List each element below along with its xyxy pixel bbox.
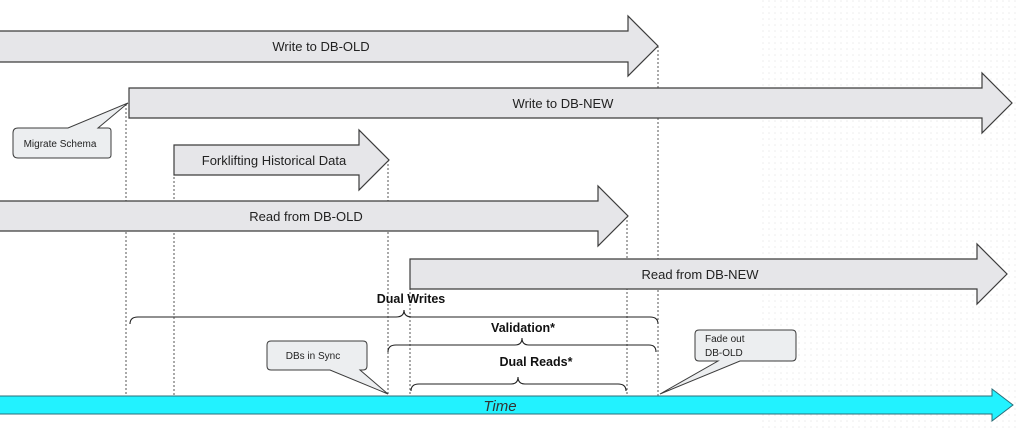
time-axis-label: Time bbox=[483, 398, 516, 415]
callout-dbs-in-sync: DBs in Sync bbox=[266, 340, 389, 395]
dual-writes-label: Dual Writes bbox=[377, 292, 446, 306]
callout-migrate-schema-text: Migrate Schema bbox=[24, 139, 97, 150]
arrow-read-old-shape bbox=[0, 184, 629, 248]
arrow-write-new-shape bbox=[128, 71, 1013, 135]
time-axis: Time bbox=[0, 387, 1014, 423]
arrow-read-new: Read from DB-NEW bbox=[409, 242, 1008, 306]
validation-brace bbox=[387, 337, 657, 353]
dual-reads-brace bbox=[410, 376, 627, 392]
callout-migrate-schema-bubble bbox=[12, 102, 129, 159]
callout-fade-out-text-line2: DB-OLD bbox=[705, 348, 743, 359]
dual-writes-brace bbox=[129, 309, 659, 325]
arrow-write-old-shape bbox=[0, 14, 659, 78]
callout-fade-out-bubble bbox=[659, 329, 797, 395]
callout-dbs-in-sync-bubble bbox=[266, 340, 389, 395]
braces bbox=[129, 309, 659, 392]
callout-fade-out: Fade out DB-OLD bbox=[659, 329, 797, 395]
arrow-write-new: Write to DB-NEW bbox=[128, 71, 1013, 135]
arrow-write-new-label: Write to DB-NEW bbox=[513, 96, 615, 111]
callout-fade-out-text-line1: Fade out bbox=[705, 334, 745, 345]
arrow-read-new-shape bbox=[409, 242, 1008, 306]
time-axis-arrow bbox=[0, 387, 1014, 423]
arrow-read-old: Read from DB-OLD bbox=[0, 184, 629, 248]
background-texture bbox=[760, 0, 1017, 429]
dual-reads-label: Dual Reads* bbox=[500, 355, 573, 369]
arrow-read-old-label: Read from DB-OLD bbox=[249, 209, 362, 224]
arrow-forklift-shape bbox=[173, 128, 390, 192]
arrow-forklift-label: Forklifting Historical Data bbox=[202, 153, 347, 168]
arrow-forklift: Forklifting Historical Data bbox=[173, 128, 390, 192]
arrow-read-new-label: Read from DB-NEW bbox=[641, 267, 759, 282]
arrow-write-old-label: Write to DB-OLD bbox=[272, 39, 369, 54]
validation-label: Validation* bbox=[491, 321, 555, 335]
callout-dbs-in-sync-text: DBs in Sync bbox=[286, 351, 340, 362]
callout-migrate-schema: Migrate Schema bbox=[12, 102, 129, 159]
arrow-write-old: Write to DB-OLD bbox=[0, 14, 659, 78]
